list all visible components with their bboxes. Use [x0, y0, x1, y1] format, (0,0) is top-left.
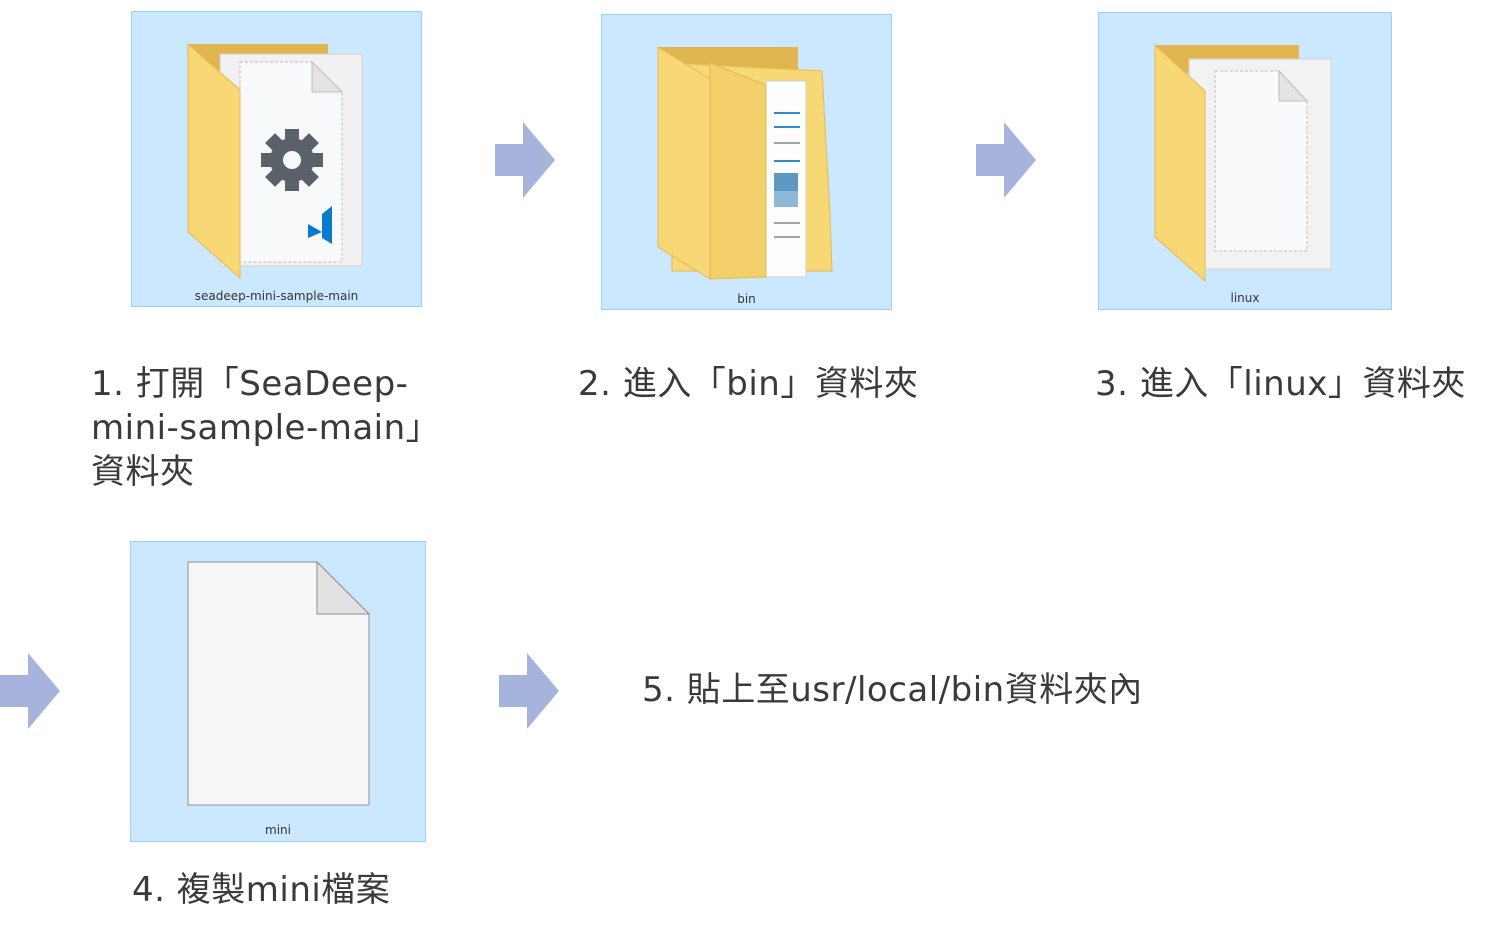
step-2-label: 2. 進入「bin」資料夾 — [578, 362, 918, 406]
folder-caption: linux — [1230, 291, 1260, 305]
folder-caption: seadeep-mini-sample-main — [194, 289, 359, 303]
right-arrow-icon — [0, 653, 60, 729]
folder-with-vscode-document-icon — [187, 42, 363, 280]
step-3-label: 3. 進入「linux」資料夾 — [1095, 362, 1466, 406]
step-5-label: 5. 貼上至usr/local/bin資料夾內 — [642, 668, 1143, 712]
step-1-label-line: 資料夾 — [91, 452, 195, 492]
step-1-label: 1. 打開「SeaDeep- mini-sample-main」 資料夾 — [91, 362, 440, 494]
right-arrow-icon — [499, 653, 559, 729]
folder-with-documents-icon — [657, 46, 833, 280]
file-tile-mini[interactable]: mini — [130, 541, 426, 842]
step-3-label-line: 3. 進入「linux」資料夾 — [1095, 364, 1466, 404]
file-caption: mini — [265, 823, 291, 837]
right-arrow-icon — [976, 122, 1036, 198]
step-1-label-line: 1. 打開「SeaDeep- — [91, 364, 409, 404]
folder-tile-linux[interactable]: linux — [1098, 12, 1392, 310]
step-1-label-line: mini-sample-main」 — [91, 408, 441, 448]
blank-file-icon — [187, 560, 371, 806]
step-4-label-line: 4. 複製mini檔案 — [132, 870, 391, 910]
right-arrow-icon — [495, 122, 555, 198]
folder-tile-seadeep-mini-sample-main[interactable]: seadeep-mini-sample-main — [131, 11, 422, 307]
folder-with-blank-document-icon — [1154, 43, 1332, 283]
folder-tile-bin[interactable]: bin — [601, 14, 892, 310]
step-5-label-line: 5. 貼上至usr/local/bin資料夾內 — [642, 670, 1143, 710]
folder-caption: bin — [737, 292, 756, 306]
step-2-label-line: 2. 進入「bin」資料夾 — [578, 364, 919, 404]
step-4-label: 4. 複製mini檔案 — [132, 868, 390, 912]
